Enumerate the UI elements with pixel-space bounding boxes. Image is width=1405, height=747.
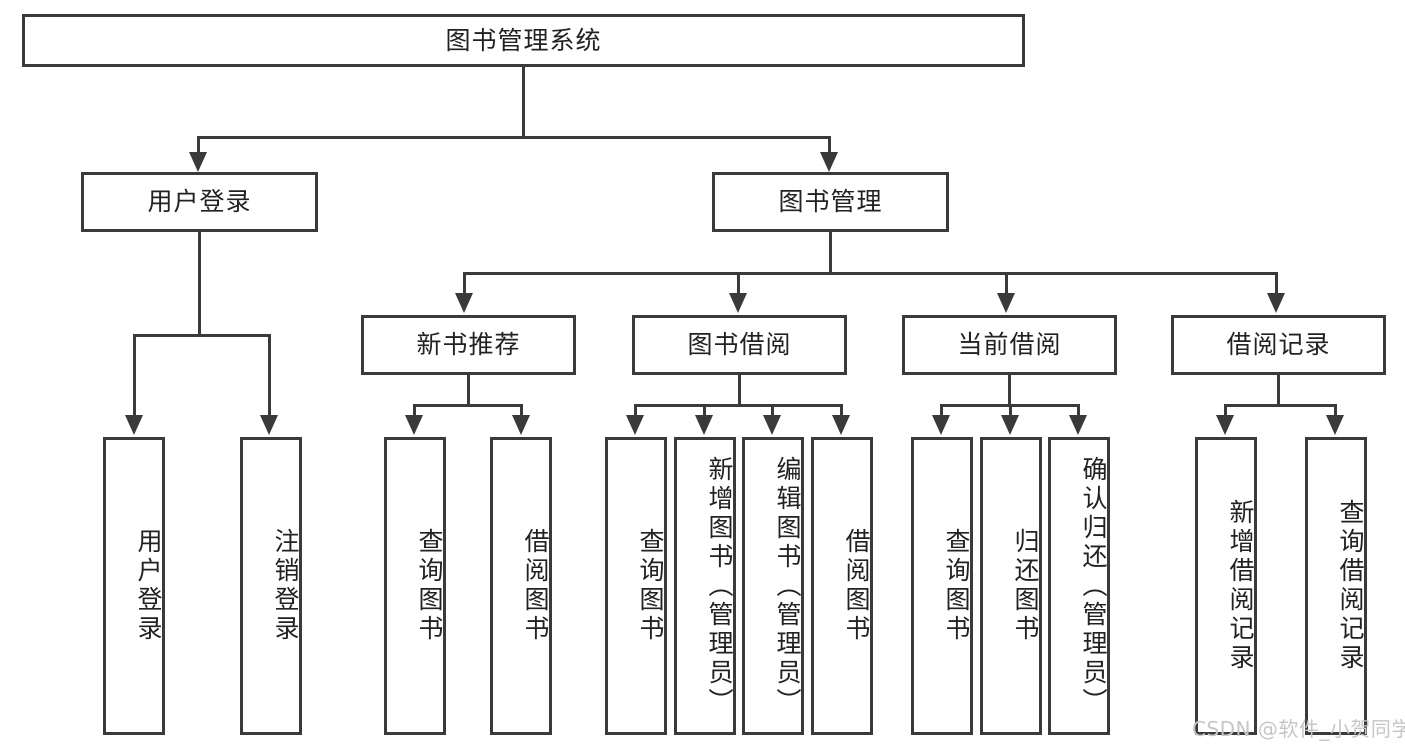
edge-book-manage-distributor: [463, 272, 1275, 275]
node-root-book-management-system: 图书管理系统: [22, 14, 1025, 67]
edge-to-leaf-query-record: [1334, 404, 1337, 421]
watermark-text: CSDN @软件_小贺同学: [1192, 717, 1405, 741]
node-borrow-record: 借阅记录: [1171, 315, 1386, 375]
leaf-edit-book-admin: 编辑图书（管理员）: [742, 437, 804, 735]
leaf-user-login: 用户登录: [103, 437, 165, 735]
node-label: 用户登录: [147, 187, 252, 217]
arrow-to-leaf-borrow-book-2: [832, 415, 850, 435]
node-label: 借阅记录: [1226, 330, 1331, 360]
node-label: 借阅图书: [521, 528, 550, 644]
arrow-root-to-book-manage: [820, 152, 838, 172]
edge-root-to-book-manage: [828, 136, 831, 158]
edge-root-to-user-login: [197, 136, 200, 158]
leaf-query-book-current: 查询图书: [911, 437, 973, 735]
edge-to-leaf-query-book-1: [413, 404, 416, 421]
edge-user-login-distributor: [133, 334, 271, 337]
arrow-root-to-user-login: [189, 152, 207, 172]
edge-to-leaf-add-book: [703, 404, 706, 421]
edge-root-distributor: [197, 136, 831, 139]
arrow-to-leaf-query-book-3: [932, 415, 950, 435]
leaf-user-logout: 注销登录: [240, 437, 302, 735]
node-current-borrow: 当前借阅: [902, 315, 1117, 375]
node-label: 用户登录: [134, 528, 163, 644]
edge-to-leaf-confirm-return: [1077, 404, 1080, 421]
leaf-add-borrow-record: 新增借阅记录: [1195, 437, 1257, 735]
arrow-to-current-borrow: [997, 293, 1015, 313]
edge-book-manage-stem: [829, 232, 832, 272]
node-label: 查询图书: [415, 528, 444, 644]
edge-to-new-book-rec: [463, 272, 466, 298]
edge-borrow-record-stem: [1277, 375, 1280, 404]
edge-to-borrow-record: [1275, 272, 1278, 298]
edge-user-login-stem: [198, 232, 201, 334]
arrow-to-leaf-add-record: [1216, 415, 1234, 435]
arrow-to-book-borrow: [729, 293, 747, 313]
arrow-to-leaf-user-login: [125, 415, 143, 435]
node-label: 查询借阅记录: [1336, 499, 1365, 673]
node-label: 图书借阅: [687, 330, 792, 360]
arrow-to-leaf-query-book-2: [626, 415, 644, 435]
arrow-to-leaf-return-book: [1001, 415, 1019, 435]
node-label: 归还图书: [1011, 528, 1040, 644]
node-label: 查询图书: [636, 528, 665, 644]
leaf-confirm-return-admin: 确认归还（管理员）: [1048, 437, 1110, 735]
edge-to-leaf-edit-book: [771, 404, 774, 421]
edge-to-book-borrow: [737, 272, 740, 298]
edge-book-borrow-stem: [738, 375, 741, 404]
node-label: 图书管理系统: [445, 25, 602, 55]
leaf-query-book-borrow: 查询图书: [605, 437, 667, 735]
leaf-add-book-admin: 新增图书（管理员）: [674, 437, 736, 735]
edge-new-book-rec-stem: [467, 375, 470, 404]
node-label: 新增借阅记录: [1226, 499, 1255, 673]
edge-to-current-borrow: [1005, 272, 1008, 298]
node-label: 新书推荐: [416, 330, 521, 360]
node-user-login: 用户登录: [81, 172, 318, 232]
arrow-to-leaf-user-logout: [260, 415, 278, 435]
node-label: 新增图书（管理员）: [705, 455, 734, 717]
edge-to-leaf-return-book: [1009, 404, 1012, 421]
edge-to-leaf-query-book-2: [634, 404, 637, 421]
leaf-query-book-new-rec: 查询图书: [384, 437, 446, 735]
node-book-borrow: 图书借阅: [632, 315, 847, 375]
leaf-borrow-book-borrow: 借阅图书: [811, 437, 873, 735]
arrow-to-leaf-add-book: [695, 415, 713, 435]
leaf-return-book: 归还图书: [980, 437, 1042, 735]
leaf-query-borrow-record: 查询借阅记录: [1305, 437, 1367, 735]
node-label: 当前借阅: [957, 330, 1062, 360]
node-label: 注销登录: [271, 528, 300, 644]
edge-current-borrow-stem: [1008, 375, 1011, 404]
arrow-to-leaf-confirm-return: [1069, 415, 1087, 435]
edge-to-leaf-borrow-book-1: [520, 404, 523, 421]
edge-book-borrow-distributor: [634, 404, 843, 407]
arrow-to-leaf-query-book-1: [405, 415, 423, 435]
edge-root-stem: [522, 67, 525, 136]
arrow-to-leaf-borrow-book-1: [512, 415, 530, 435]
arrow-to-leaf-query-record: [1326, 415, 1344, 435]
node-label: 图书管理: [778, 187, 883, 217]
edge-to-leaf-user-logout: [268, 334, 271, 421]
arrow-to-leaf-edit-book: [763, 415, 781, 435]
edge-to-leaf-add-record: [1224, 404, 1227, 421]
node-label: 查询图书: [942, 528, 971, 644]
arrow-to-borrow-record: [1267, 293, 1285, 313]
node-new-book-recommendation: 新书推荐: [361, 315, 576, 375]
leaf-borrow-book-new-rec: 借阅图书: [490, 437, 552, 735]
edge-to-leaf-user-login: [133, 334, 136, 421]
node-label: 借阅图书: [842, 528, 871, 644]
node-label: 编辑图书（管理员）: [773, 455, 802, 717]
edge-borrow-record-distributor: [1224, 404, 1337, 407]
node-label: 确认归还（管理员）: [1079, 455, 1108, 717]
edge-new-book-rec-distributor: [413, 404, 523, 407]
edge-to-leaf-query-book-3: [940, 404, 943, 421]
node-book-management: 图书管理: [712, 172, 949, 232]
edge-to-leaf-borrow-book-2: [840, 404, 843, 421]
arrow-to-new-book-rec: [455, 293, 473, 313]
